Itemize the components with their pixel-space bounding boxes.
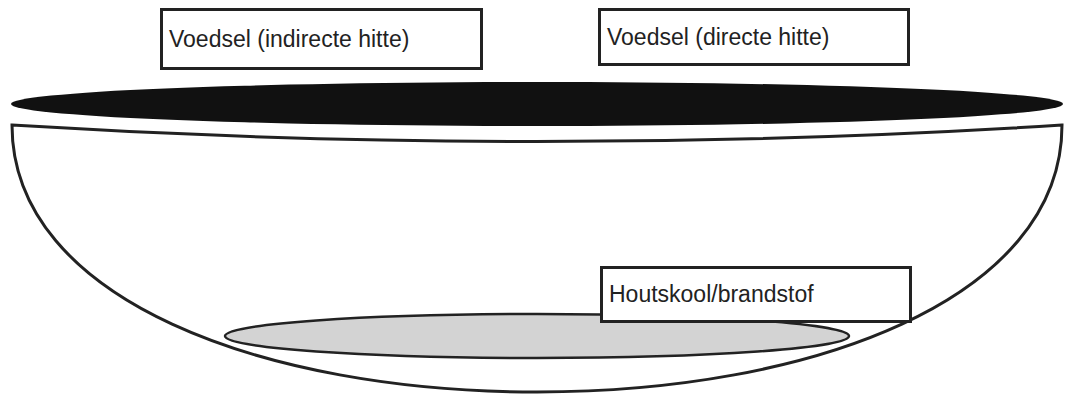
grill-grate: [11, 82, 1063, 126]
fuel-box: Houtskool/brandstof: [600, 266, 912, 323]
node-label: Houtskool/brandstof: [609, 281, 814, 308]
food-direct-box: Voedsel (directe hitte): [598, 8, 910, 66]
food-indirect-box: Voedsel (indirecte hitte): [160, 8, 483, 70]
node-label: Voedsel (directe hitte): [607, 24, 829, 51]
node-label: Voedsel (indirecte hitte): [169, 26, 409, 53]
grill-bowl: [12, 125, 1062, 392]
